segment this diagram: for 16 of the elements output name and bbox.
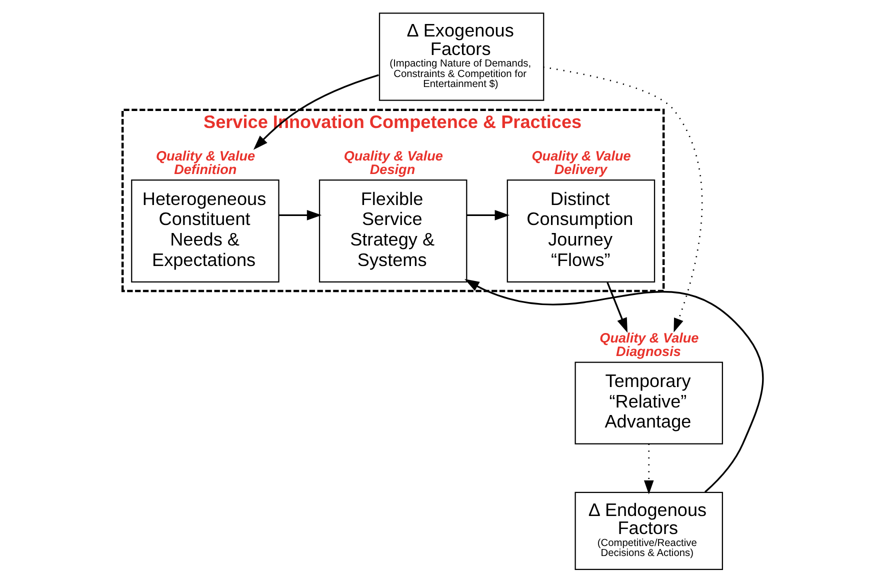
node-label: Quality & Value Design (343, 148, 442, 177)
arrow (278, 210, 322, 220)
arrow (464, 279, 764, 493)
node-box: Distinct Consumption Journey “Flows” (506, 180, 655, 282)
node-box: Heterogeneous Constituent Needs & Expectations (130, 180, 279, 282)
node-label: Quality & Value Diagnosis (599, 330, 698, 360)
node-label: Quality & Value Definition (155, 148, 255, 177)
arrow (466, 210, 510, 220)
node-box: Flexible Service Strategy & Systems (318, 180, 467, 282)
node-box: ∆ Endogenous Factors (Competitive/Reactive Decisions & Actions) (574, 492, 723, 570)
node-box: ∆ Exogenous Factors (Impacting Nature of Demands, Constraints & Competition for Entertainment $) (378, 12, 544, 101)
node-box: Temporary “Relative” Advantage (574, 362, 723, 444)
arrow (606, 282, 628, 333)
node-label: Quality & Value Delivery (531, 148, 630, 177)
arrow (643, 444, 654, 494)
arrow (542, 66, 702, 332)
